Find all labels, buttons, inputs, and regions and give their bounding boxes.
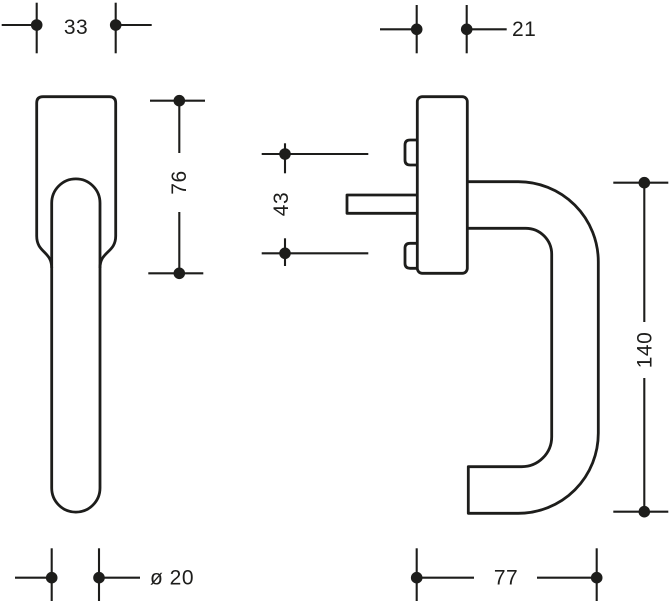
side-clip-bottom xyxy=(403,241,418,270)
side-plate-outline xyxy=(415,95,469,275)
dimension-dot xyxy=(30,19,43,31)
dimension-label-76: 76 xyxy=(168,170,191,194)
dimension-dot xyxy=(638,505,651,518)
dimension-projection: 77 xyxy=(410,548,603,601)
front-grip-outline xyxy=(50,177,102,514)
dimension-rosette-height: 76 xyxy=(148,94,205,280)
side-spindle xyxy=(345,193,418,215)
dimension-rosette-width: 33 xyxy=(1,2,152,54)
dimension-dot xyxy=(279,247,291,260)
dimension-dot xyxy=(173,94,186,107)
dimension-label-21: 21 xyxy=(512,18,536,41)
front-rosette-outline xyxy=(35,95,118,269)
dimension-label-140: 140 xyxy=(634,332,657,369)
front-view xyxy=(35,95,118,514)
side-view xyxy=(345,95,600,515)
dimension-dot xyxy=(279,148,291,160)
dimension-dot xyxy=(590,571,603,584)
side-clip-top xyxy=(403,138,418,167)
dimension-dot xyxy=(410,571,423,584)
dimension-dot xyxy=(638,176,651,189)
dimension-dot xyxy=(109,19,122,31)
dimension-dot xyxy=(93,571,105,584)
dimension-label-77: 77 xyxy=(494,567,518,590)
dimension-plate-depth: 21 xyxy=(380,5,536,54)
dimension-handle-length: 140 xyxy=(613,176,669,518)
dimension-grip-diameter: ø 20 xyxy=(15,548,194,601)
dimension-fixing-distance: 43 xyxy=(261,143,369,266)
side-lever-outline xyxy=(466,180,600,515)
dimension-dot xyxy=(410,23,423,36)
dimension-dot xyxy=(460,23,473,36)
dimension-label-diameter-20: ø 20 xyxy=(150,567,194,590)
dimension-label-33: 33 xyxy=(64,16,88,39)
dimension-dot xyxy=(45,571,58,584)
dimension-dot xyxy=(173,267,186,280)
dimension-label-43: 43 xyxy=(270,192,293,216)
